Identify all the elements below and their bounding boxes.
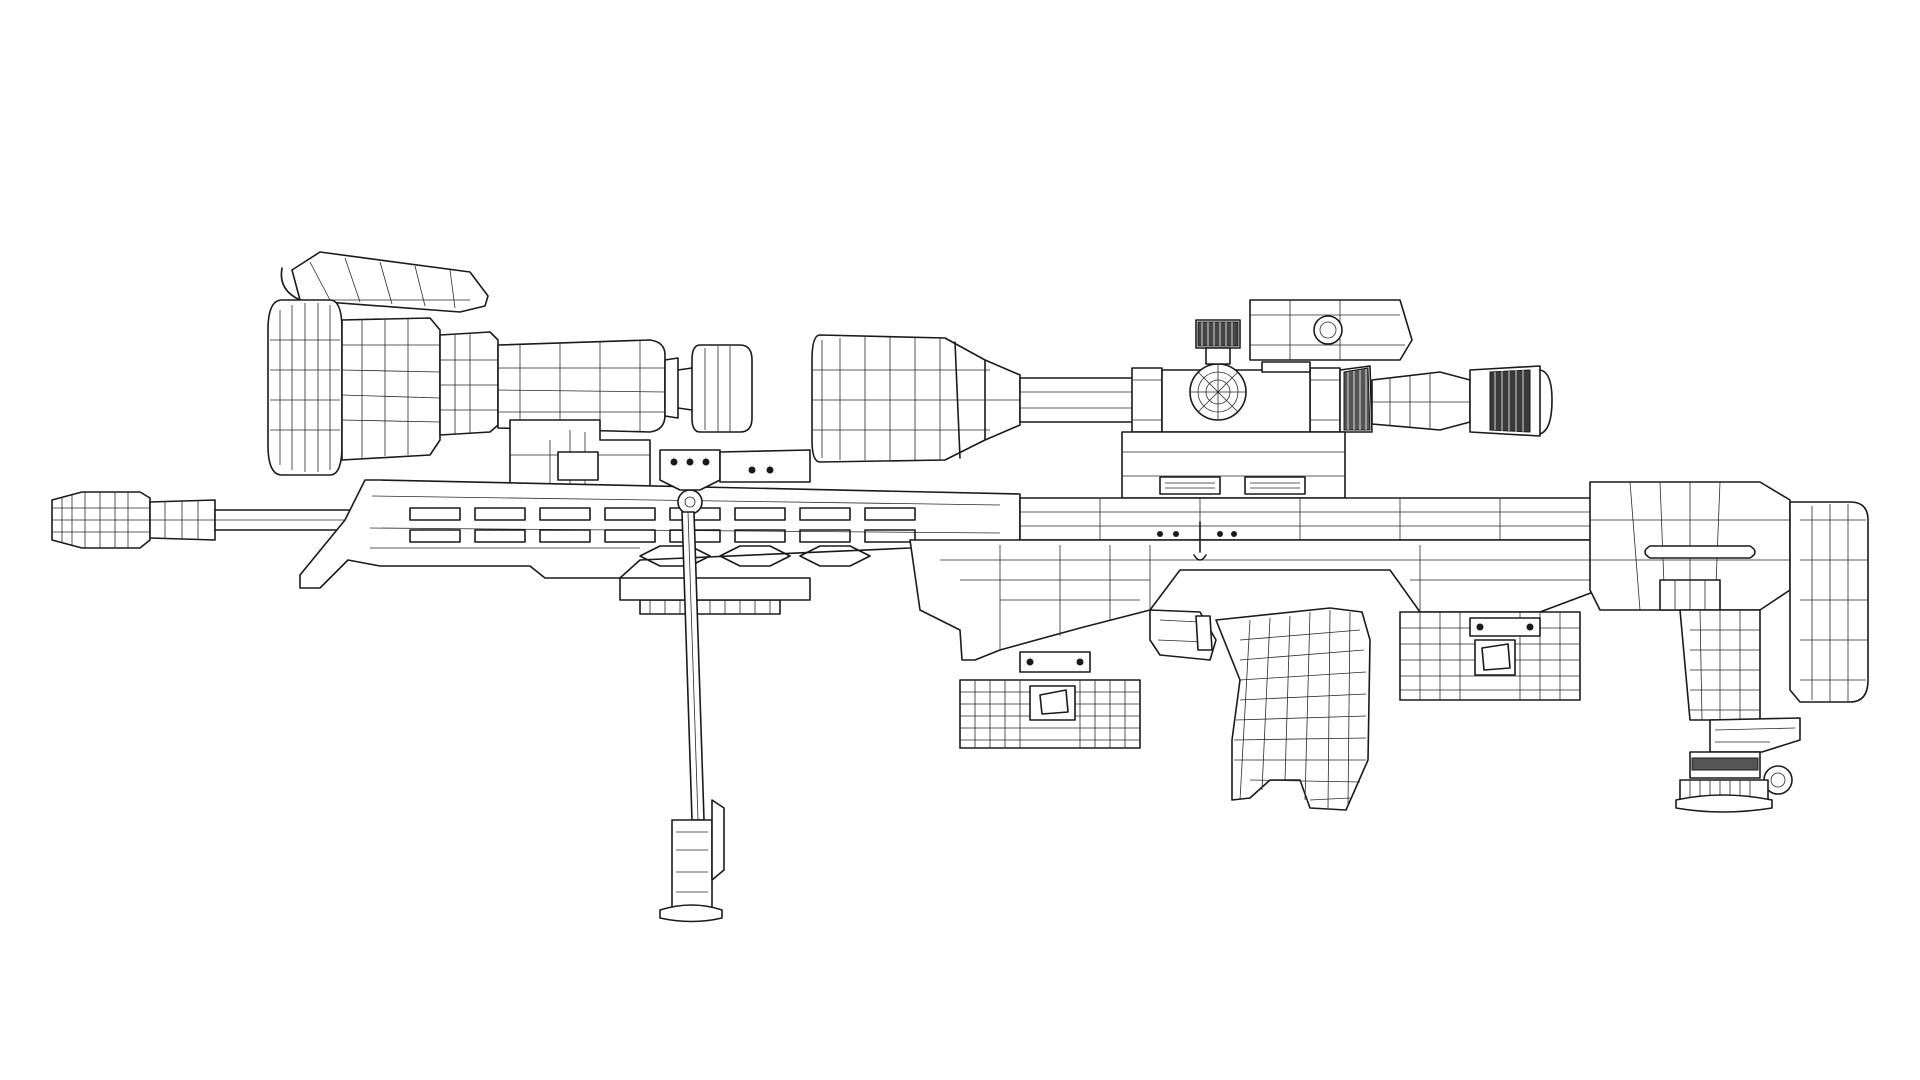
buttstock xyxy=(1589,481,1869,813)
bipod xyxy=(659,449,811,923)
rear-magazine xyxy=(1399,611,1581,701)
pistol-grip xyxy=(1215,607,1371,811)
handguard xyxy=(299,479,1021,615)
riflescope xyxy=(811,299,1553,499)
barrel-assembly xyxy=(51,491,366,549)
night-vision-optic xyxy=(267,251,753,491)
front-magazine xyxy=(959,651,1141,749)
